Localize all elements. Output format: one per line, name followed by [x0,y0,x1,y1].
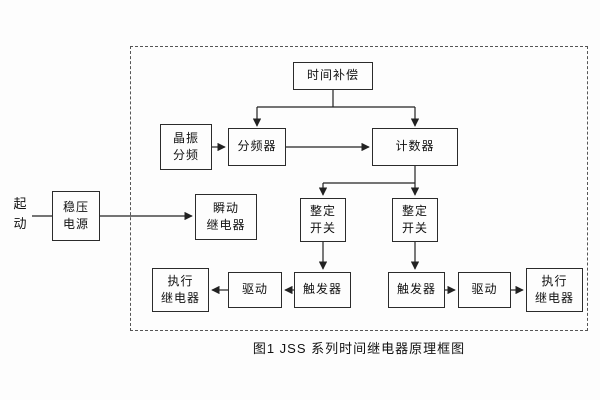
block-exec-relay-right: 执行 继电器 [526,268,583,312]
block-drive-left: 驱动 [228,272,282,308]
block-instant-relay: 瞬动 继电器 [195,194,257,240]
block-voltage-stabilizer: 稳压 电源 [52,191,100,241]
block-exec-relay-left: 执行 继电器 [152,268,209,312]
dashed-boundary [130,46,588,331]
figure-caption: 图1 JSS 系列时间继电器原理框图 [252,341,466,356]
block-setting-switch-left: 整定 开关 [300,198,346,242]
block-frequency-divider: 分频器 [228,128,286,166]
block-counter: 计数器 [372,128,458,166]
block-crystal-divider: 晶振 分频 [160,124,212,170]
block-time-compensation: 时间补偿 [293,62,373,90]
block-trigger-left: 触发器 [294,272,351,308]
block-setting-switch-right: 整定 开关 [392,198,438,242]
start-label: 起 动 [13,196,27,232]
block-trigger-right: 触发器 [388,272,445,308]
block-drive-right: 驱动 [458,272,511,308]
